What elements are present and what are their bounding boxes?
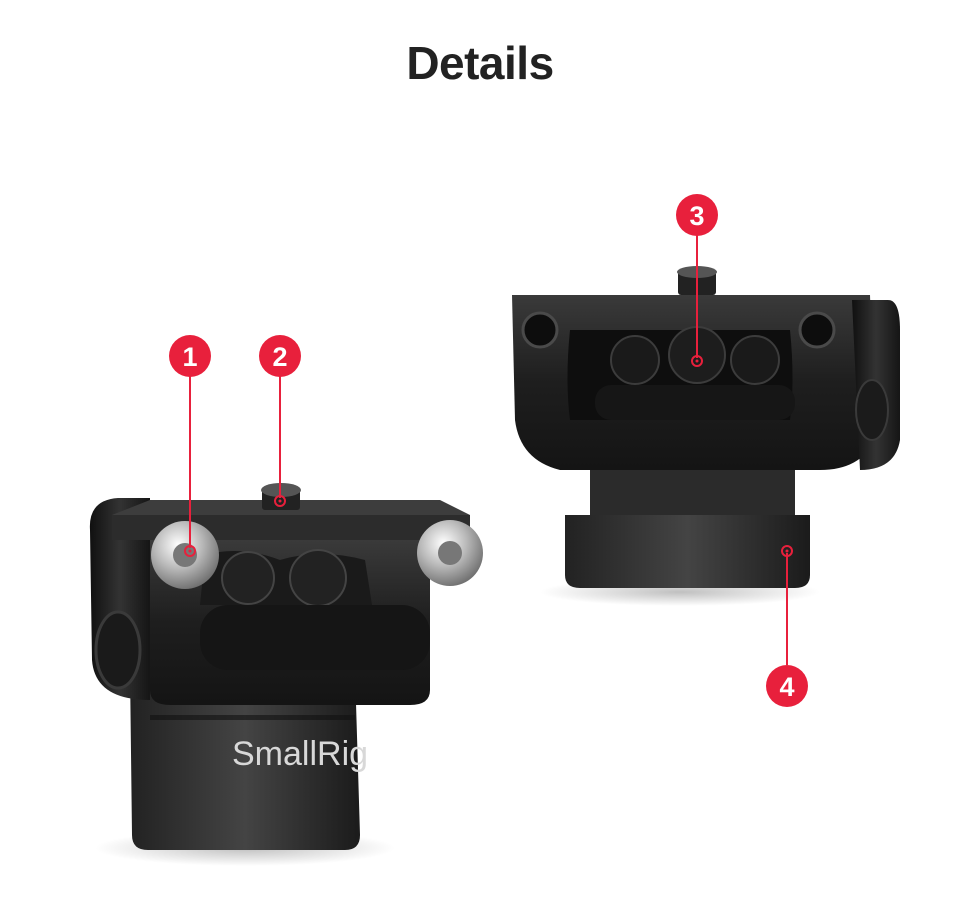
callout-badge-2: 2 (259, 335, 301, 377)
callout-badge-1: 1 (169, 335, 211, 377)
page-title: Details (406, 37, 554, 89)
right-monitor-mount (512, 266, 900, 606)
callout-number: 1 (182, 342, 197, 372)
callout-number: 2 (272, 342, 287, 372)
callout-number: 4 (779, 672, 794, 702)
left-monitor-mount: SmallRig (89, 483, 483, 866)
callout-badge-4: 4 (766, 665, 808, 707)
brand-logo: SmallRig (232, 735, 368, 773)
callout-target-dots (184, 355, 793, 557)
callout-number: 3 (689, 201, 704, 231)
callout-badge-3: 3 (676, 194, 718, 236)
callout-lines (189, 235, 788, 665)
